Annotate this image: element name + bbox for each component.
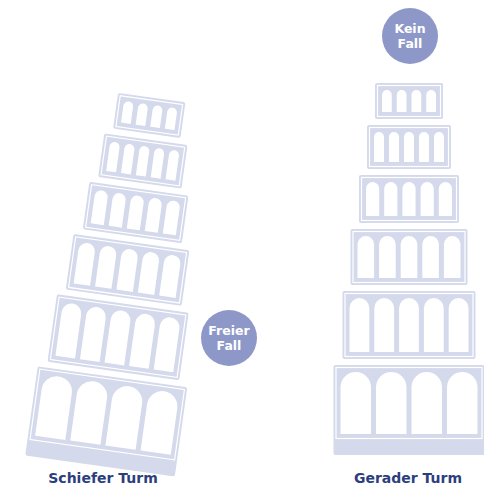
tower-tier-frame xyxy=(69,237,187,303)
tower-tier xyxy=(48,294,189,380)
fall-circle: Kein Fall xyxy=(382,8,438,64)
tower-window xyxy=(449,298,469,352)
tower-tier xyxy=(367,125,451,169)
tower-window xyxy=(434,132,444,162)
tower-window xyxy=(412,372,443,434)
tower-window xyxy=(70,379,109,445)
tower-tier-frame xyxy=(30,369,184,460)
tower-window xyxy=(154,316,181,372)
tower-tier xyxy=(359,175,459,223)
tower-tier-frame xyxy=(86,185,186,241)
tower-window xyxy=(424,298,444,352)
circle-outline xyxy=(201,310,257,366)
tower-tier-frame xyxy=(116,96,183,135)
tower-tier-frame xyxy=(345,294,473,357)
tower-window xyxy=(422,236,439,278)
tower-tier-frame xyxy=(101,136,185,186)
tower-window xyxy=(358,236,375,278)
tower-window xyxy=(91,190,109,226)
tower-tier-frame xyxy=(370,128,449,167)
tower-window xyxy=(389,132,399,162)
node-label: Kein Fall xyxy=(387,21,433,51)
tower-window xyxy=(376,372,407,434)
tower-window xyxy=(109,192,127,228)
tower-tier xyxy=(98,133,187,188)
tower-tier-frame xyxy=(362,178,457,221)
tower-window xyxy=(138,251,160,295)
tower-window xyxy=(384,182,397,216)
tower-window xyxy=(145,197,163,233)
tower-window xyxy=(366,182,379,216)
tower-window xyxy=(129,313,156,369)
tower-tier-frame xyxy=(50,297,186,377)
tower-window xyxy=(95,245,117,289)
tower-caption: Schiefer Turm xyxy=(48,470,157,486)
tower-window xyxy=(401,236,418,278)
tower-window xyxy=(444,236,461,278)
circle-outline xyxy=(382,8,438,64)
tower-tier-frame xyxy=(378,86,441,117)
tower-window xyxy=(447,372,478,434)
tower-window xyxy=(426,90,436,112)
tower-window xyxy=(150,105,163,128)
tower-tier xyxy=(334,365,484,455)
tower-window xyxy=(166,150,180,181)
tower-window xyxy=(106,141,120,172)
tower-window xyxy=(74,242,96,286)
tower-tier xyxy=(343,291,476,359)
tower-tier xyxy=(66,234,190,306)
tower-window xyxy=(412,90,422,112)
tower xyxy=(25,87,226,476)
tower-tier-frame xyxy=(353,232,465,283)
tower xyxy=(334,83,484,455)
tower-window xyxy=(121,101,134,124)
tower-window xyxy=(397,90,407,112)
tower-window xyxy=(341,372,372,434)
tower-window xyxy=(404,132,414,162)
fall-circle: Freier Fall xyxy=(201,310,257,366)
tower-window xyxy=(35,374,74,440)
tower-window xyxy=(399,298,419,352)
tower-window xyxy=(163,200,181,236)
tower-tier xyxy=(375,83,443,119)
tower-window xyxy=(55,302,82,358)
tower-window xyxy=(350,298,370,352)
tower-window xyxy=(165,107,178,130)
node-label: Freier Fall xyxy=(206,323,252,353)
tower-window xyxy=(136,145,150,176)
tower-window xyxy=(105,309,132,365)
tower-window xyxy=(374,132,384,162)
tower-window xyxy=(379,236,396,278)
tower-window xyxy=(127,195,145,231)
tower-tier xyxy=(83,182,189,243)
tower-tier-frame xyxy=(336,368,482,439)
tower-window xyxy=(80,306,107,362)
tower-window xyxy=(116,248,138,292)
tower-window xyxy=(105,384,144,450)
tower-window xyxy=(159,254,181,298)
tower-window xyxy=(421,182,434,216)
tower-window xyxy=(151,148,165,179)
tower-window xyxy=(439,182,452,216)
tower-window xyxy=(121,143,135,174)
tower-window xyxy=(141,389,180,455)
tower-window xyxy=(402,182,415,216)
tower-tier xyxy=(351,229,468,285)
tower-window xyxy=(419,132,429,162)
tower-caption: Gerader Turm xyxy=(354,470,462,486)
tower-window xyxy=(382,90,392,112)
tower-window xyxy=(136,103,149,126)
tower-window xyxy=(374,298,394,352)
tower-tier xyxy=(113,93,185,138)
tower-tier xyxy=(25,366,187,476)
